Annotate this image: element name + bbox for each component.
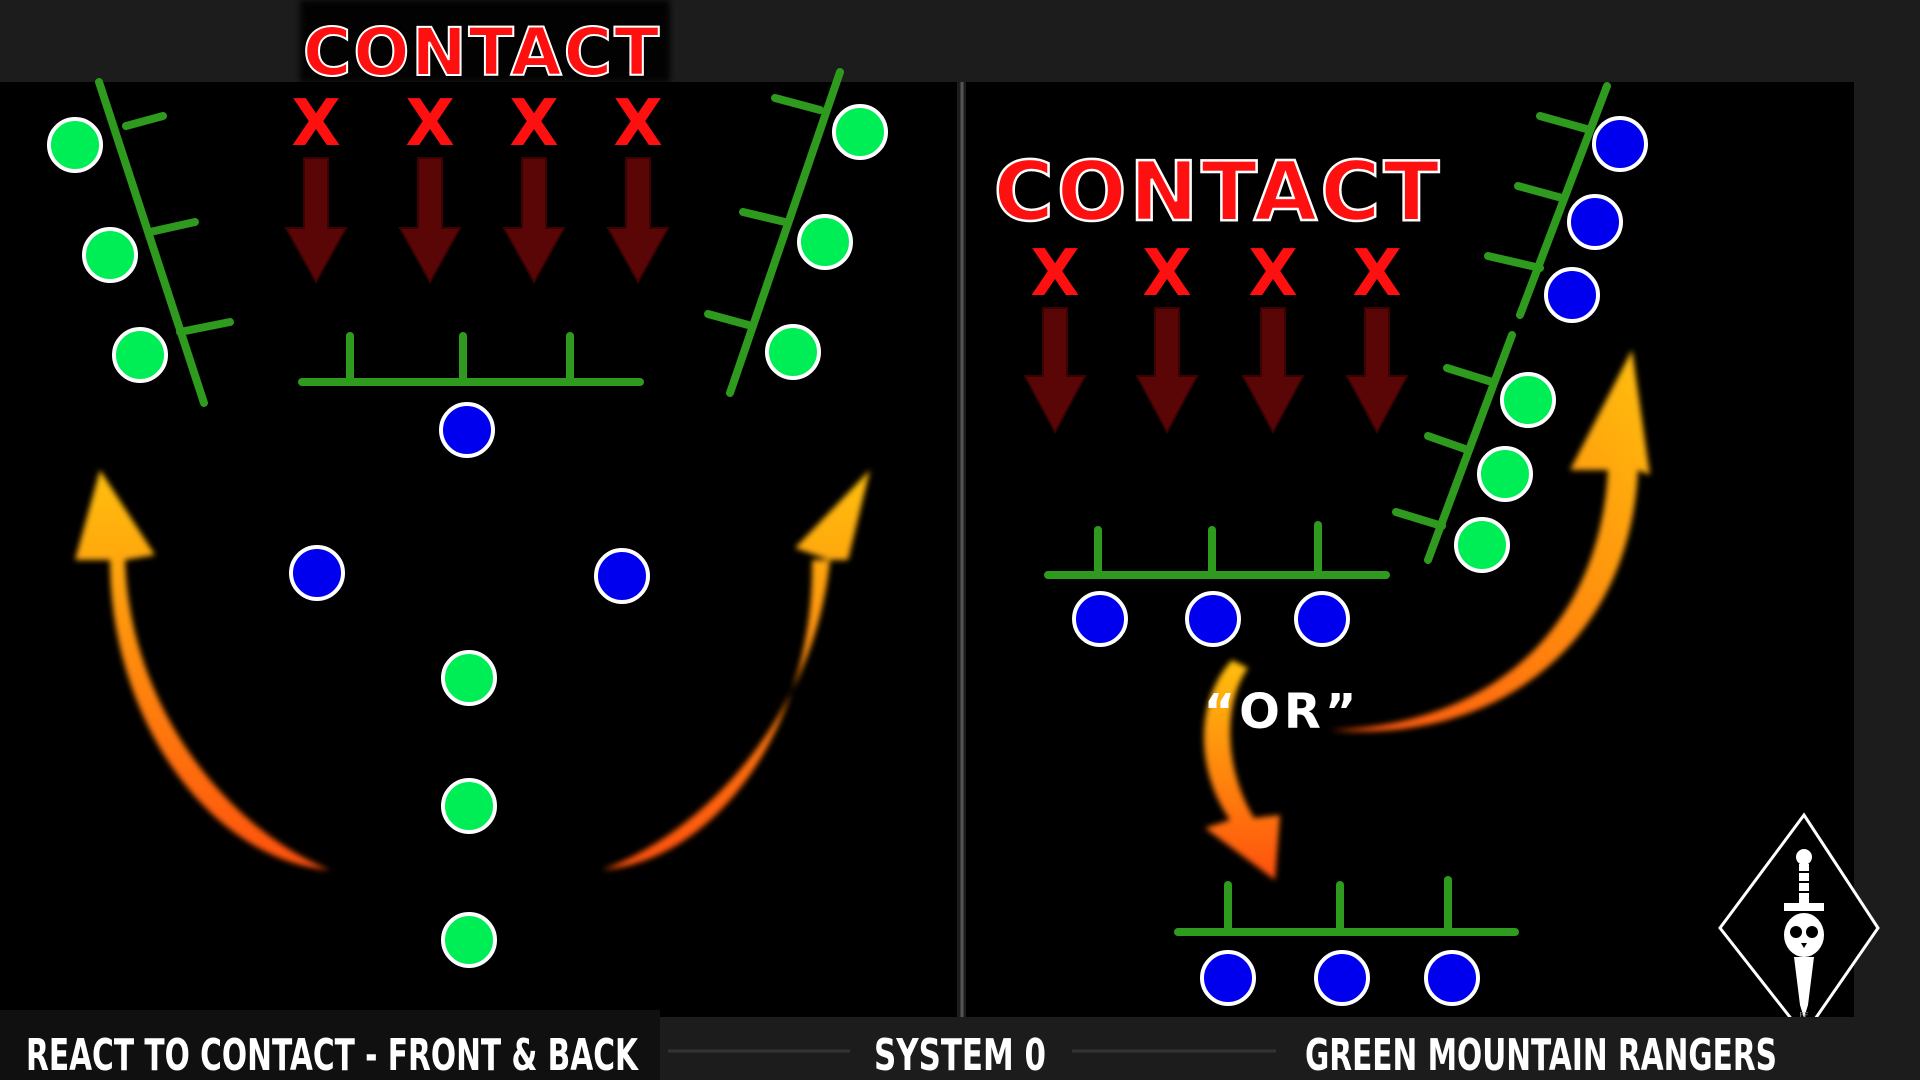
contact-label-right: CONTACT: [994, 145, 1443, 240]
friendly-unit-green: [441, 912, 497, 968]
friendly-unit-blue: [1544, 267, 1600, 323]
friendly-unit-blue: [1314, 950, 1370, 1006]
friendly-unit-green: [82, 227, 138, 283]
friendly-unit-blue: [594, 548, 650, 604]
friendly-unit-green: [765, 324, 821, 380]
footer-center-title: SYSTEM 0: [874, 1030, 1046, 1080]
friendly-unit-green: [112, 327, 168, 383]
contact-label-left: CONTACT: [303, 14, 661, 91]
fire-line-upper-right: [1484, 82, 1611, 319]
friendly-unit-blue: [289, 545, 345, 601]
maneuver-arrow-fallback: [1203, 660, 1280, 880]
maneuver-arrow-right: [602, 470, 870, 870]
friendly-unit-blue: [1567, 194, 1623, 250]
contact-arrow: [606, 157, 670, 285]
enemy-marker: X: [509, 87, 558, 161]
fire-line-left-flank: [95, 78, 234, 407]
green-column: [441, 650, 497, 968]
logo-initials: FF: [1799, 1011, 1809, 1020]
friendly-unit-green: [1500, 372, 1556, 428]
contact-label-backing: [300, 0, 670, 82]
dagger-skull-icon: FF: [1718, 812, 1880, 1038]
enemy-marker: X: [291, 87, 340, 161]
fire-line-right-flank: [704, 68, 844, 397]
contact-arrows-right: [1023, 307, 1409, 435]
fire-line-middle: [1044, 521, 1390, 579]
friendly-unit-green: [441, 650, 497, 706]
contact-arrow: [502, 157, 566, 285]
fire-line-lower-right: [1392, 331, 1516, 564]
blue-team-bottom: [1200, 950, 1480, 1006]
friendly-unit-green: [441, 778, 497, 834]
blue-team-left-panel: [289, 402, 650, 604]
friendly-unit-blue: [1424, 950, 1480, 1006]
enemy-marker: X: [1248, 237, 1297, 311]
footer-left-backing: [0, 1010, 660, 1080]
friendly-unit-blue: [1072, 591, 1128, 647]
contact-arrow: [1023, 307, 1087, 435]
friendly-unit-green: [797, 214, 853, 270]
contact-arrow: [1345, 307, 1409, 435]
enemy-marker: X: [405, 87, 454, 161]
contact-arrow: [1135, 307, 1199, 435]
contact-arrow: [1241, 307, 1305, 435]
friendly-unit-blue: [1294, 591, 1350, 647]
fire-line-bottom: [1174, 876, 1519, 936]
friendly-unit-green: [1454, 517, 1510, 573]
footer-left-title: REACT TO CONTACT - FRONT & BACK: [26, 1030, 639, 1080]
blue-team-upper-right: [1544, 116, 1648, 323]
or-label: “OR”: [1204, 684, 1361, 740]
enemy-marker: X: [1352, 237, 1401, 311]
enemy-marker: X: [613, 87, 662, 161]
friendly-unit-blue: [1592, 116, 1648, 172]
enemy-marker: X: [1142, 237, 1191, 311]
green-team-right: [765, 104, 888, 380]
fire-line-center: [298, 332, 644, 386]
enemy-marker: X: [1030, 237, 1079, 311]
friendly-unit-blue: [1200, 950, 1256, 1006]
friendly-unit-blue: [439, 402, 495, 458]
friendly-unit-green: [47, 117, 103, 173]
friendly-unit-green: [1477, 446, 1533, 502]
maneuver-arrow-flank: [1330, 350, 1650, 732]
right-panel: [966, 82, 1854, 1017]
footer-right-title: GREEN MOUNTAIN RANGERS: [1305, 1030, 1777, 1080]
friendly-unit-blue: [1185, 591, 1241, 647]
friendly-unit-green: [832, 104, 888, 160]
contact-arrow: [284, 157, 348, 285]
contact-arrow: [398, 157, 462, 285]
maneuver-arrow-left: [75, 470, 330, 870]
green-team-lower-right: [1454, 372, 1556, 573]
green-team-left: [47, 117, 168, 383]
blue-team-middle: [1072, 591, 1350, 647]
contact-arrows-left: [284, 157, 670, 285]
